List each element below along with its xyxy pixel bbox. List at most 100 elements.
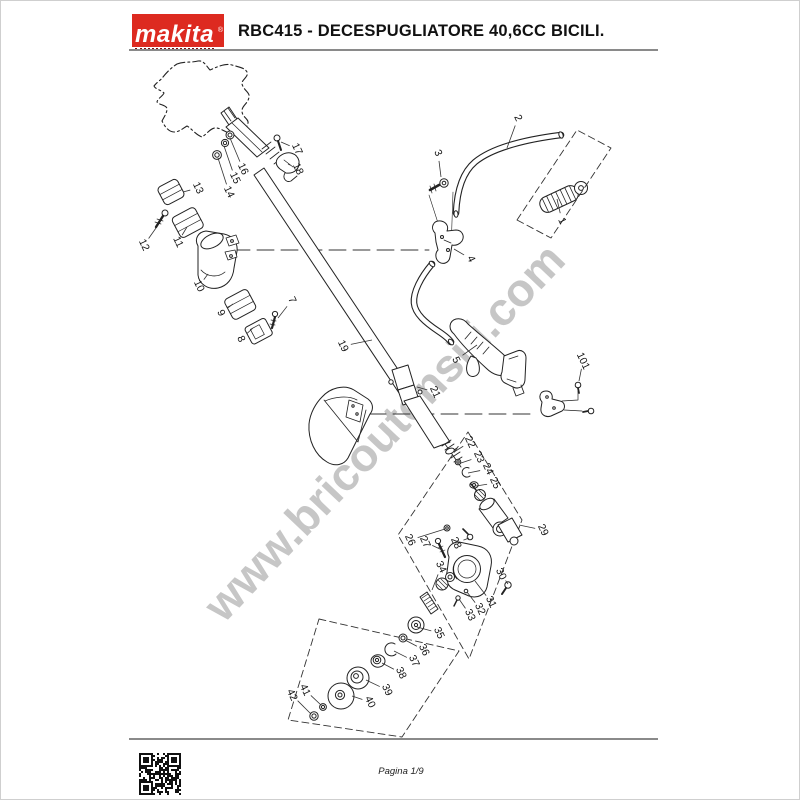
leader-line <box>246 327 254 334</box>
qr-module <box>177 787 179 789</box>
qr-module <box>159 761 161 763</box>
callout-27: 27 <box>417 534 433 550</box>
qr-module <box>141 771 143 773</box>
qr-module <box>179 785 181 787</box>
qr-module <box>161 785 163 787</box>
leader-line <box>393 650 408 658</box>
qr-module <box>153 777 155 779</box>
qr-module <box>165 773 167 775</box>
qr-module <box>171 777 173 779</box>
qr-module <box>163 771 165 773</box>
qr-module <box>163 783 165 785</box>
qr-module <box>147 773 149 775</box>
qr-module <box>165 763 167 765</box>
registered-mark-icon: ® <box>217 27 223 34</box>
screw-12 <box>154 209 169 229</box>
callout-4: 4 <box>464 254 477 265</box>
callout-16: 16 <box>235 161 251 177</box>
qr-module <box>173 779 175 781</box>
callout-21: 21 <box>427 384 443 400</box>
qr-module <box>151 773 153 775</box>
leader-line <box>182 189 191 193</box>
qr-module <box>165 781 167 783</box>
qr-module <box>167 777 169 779</box>
qr-module <box>177 789 179 791</box>
leader-line <box>431 574 439 591</box>
callout-7: 7 <box>285 295 298 306</box>
callout-14: 14 <box>221 184 237 200</box>
engine-outline <box>153 60 250 138</box>
qr-module <box>161 767 163 769</box>
qr-module <box>173 769 175 771</box>
qr-module <box>155 787 157 789</box>
qr-module <box>175 773 177 775</box>
leader-line <box>466 591 476 603</box>
qr-module <box>169 775 171 777</box>
qr-module <box>159 767 161 769</box>
gearhead-box <box>397 431 523 660</box>
callout-39: 39 <box>379 682 395 698</box>
qr-module <box>169 773 171 775</box>
cable-bracket <box>539 381 595 417</box>
callout-29: 29 <box>535 522 551 538</box>
qr-module <box>179 767 181 769</box>
leader-line <box>474 580 487 596</box>
qr-module <box>179 779 181 781</box>
qr-module <box>149 771 151 773</box>
qr-module <box>167 769 169 771</box>
qr-module <box>165 787 167 789</box>
leader-line <box>578 368 582 382</box>
qr-module <box>175 777 177 779</box>
qr-module <box>177 777 179 779</box>
qr-module <box>159 793 161 795</box>
qr-module <box>157 783 159 785</box>
qr-module <box>167 787 169 789</box>
qr-module <box>149 777 151 779</box>
callout-26: 26 <box>402 532 418 548</box>
qr-module <box>163 763 165 765</box>
callout-24: 24 <box>480 461 496 477</box>
qr-module <box>163 757 165 759</box>
qr-module <box>179 781 181 783</box>
washer-box <box>287 618 460 738</box>
leader-line <box>181 226 188 236</box>
callout-15: 15 <box>227 170 243 186</box>
qr-module <box>143 757 149 763</box>
leader-line <box>416 626 432 632</box>
qr-module <box>139 779 141 781</box>
small-fasteners <box>212 130 282 160</box>
qr-module <box>163 785 165 787</box>
callout-13: 13 <box>190 180 206 196</box>
qr-module <box>159 771 161 773</box>
qr-module <box>171 779 173 781</box>
leader-line <box>287 163 292 166</box>
leader-line <box>148 227 157 239</box>
qr-module <box>175 771 177 773</box>
leader-line <box>277 306 288 319</box>
qr-module <box>159 773 161 775</box>
qr-module <box>169 781 171 783</box>
qr-module <box>171 781 173 783</box>
qr-module <box>169 783 171 785</box>
leader-line <box>203 273 209 280</box>
handle-box <box>516 129 612 239</box>
qr-module <box>167 793 169 795</box>
qr-module <box>145 779 147 781</box>
qr-module <box>153 793 155 795</box>
callout-9: 9 <box>214 308 227 319</box>
qr-module <box>141 767 143 769</box>
page-title: RBC415 - DECESPUGLIATORE 40,6CC BICILI. <box>238 22 605 40</box>
washer-stack <box>309 616 425 721</box>
qr-module <box>163 769 165 771</box>
callout-34: 34 <box>433 559 449 575</box>
qr-module <box>143 777 145 779</box>
qr-module <box>165 789 167 791</box>
qr-module <box>179 771 181 773</box>
qr-module <box>165 769 167 771</box>
qr-module <box>159 785 161 787</box>
qr-module <box>171 783 173 785</box>
qr-module <box>161 779 163 781</box>
qr-module <box>143 767 145 769</box>
qr-code-icon <box>139 753 181 795</box>
